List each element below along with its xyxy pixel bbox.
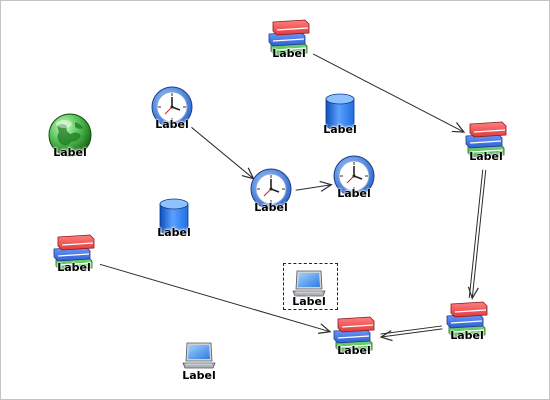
books-icon [446,301,488,338]
database-node[interactable]: Label [310,92,370,150]
laptop-node-selected[interactable]: Label [279,263,339,321]
database-icon [325,93,355,131]
edge-books-top-to-books-right[interactable] [312,53,466,133]
database-icon [159,198,189,236]
edge-books-right-to-books-br[interactable] [467,169,487,300]
edge-books-br-to-books-bottom[interactable] [379,328,443,342]
books-node[interactable]: Label [259,17,319,75]
edge-books-right-to-books-br[interactable] [468,169,484,299]
clock-icon [333,155,375,197]
books-node[interactable]: Label [44,232,104,290]
node-label: Label [53,146,87,159]
books-icon [268,19,310,56]
node-label: Label [182,369,216,382]
clock-node[interactable]: Label [142,85,202,143]
node-label: Label [272,47,306,60]
clock-icon [151,86,193,128]
edge-clock-mid-to-clock-right[interactable] [295,180,333,192]
node-label: Label [157,226,191,239]
node-label: Label [337,344,371,357]
node-label: Label [292,295,326,308]
globe-node[interactable]: Label [40,112,100,170]
laptop-node[interactable]: Label [169,341,229,399]
clock-icon [250,168,292,210]
edge-books-br-to-books-bottom[interactable] [380,325,443,335]
laptop-icon [292,270,326,297]
laptop-icon [182,342,216,369]
node-label: Label [337,187,371,200]
globe-icon [48,113,92,157]
edge-clock-left-to-clock-mid[interactable] [191,126,255,180]
clock-node[interactable]: Label [324,154,384,212]
database-node[interactable]: Label [144,197,204,255]
node-label: Label [469,150,503,163]
books-node[interactable]: Label [456,119,516,177]
books-node[interactable]: Label [437,299,497,357]
edge-books-left-to-books-bottom[interactable] [99,263,332,334]
node-label: Label [155,118,189,131]
clock-node[interactable]: Label [241,167,301,225]
books-icon [53,234,95,271]
node-label: Label [254,201,288,214]
books-node[interactable]: Label [324,314,384,372]
node-label: Label [450,329,484,342]
node-label: Label [57,261,91,274]
books-icon [465,121,507,158]
books-icon [333,316,375,353]
node-label: Label [323,123,357,136]
